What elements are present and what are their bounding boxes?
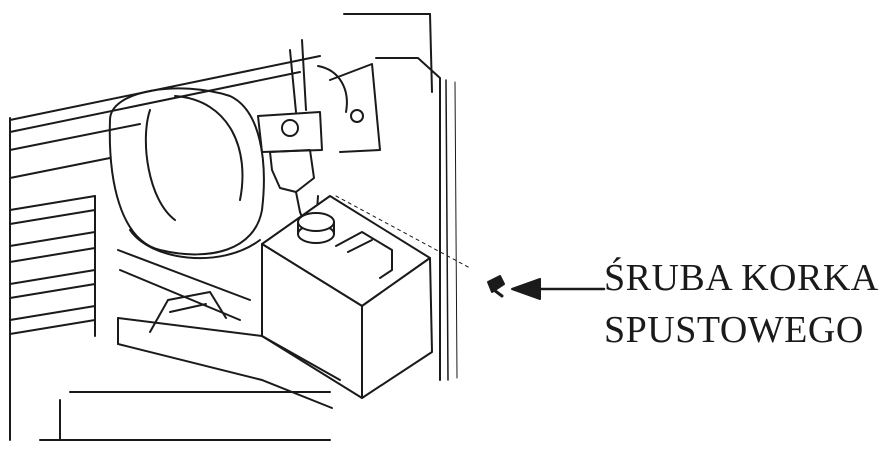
arrow-left-icon (511, 278, 606, 300)
callout-label-line-2: SPUSTOWEGO (604, 309, 864, 351)
drain-guide-line (335, 195, 471, 269)
drain-plug-screw-icon (487, 275, 505, 298)
fuel-tank (261, 195, 433, 399)
carburetor (257, 39, 381, 213)
callout-label-line-1: ŚRUBA KORKA (604, 257, 879, 299)
ventilation-louvres (9, 195, 96, 337)
air-cleaner (108, 87, 265, 321)
generator-housing (9, 13, 458, 441)
base-rails (117, 291, 341, 409)
